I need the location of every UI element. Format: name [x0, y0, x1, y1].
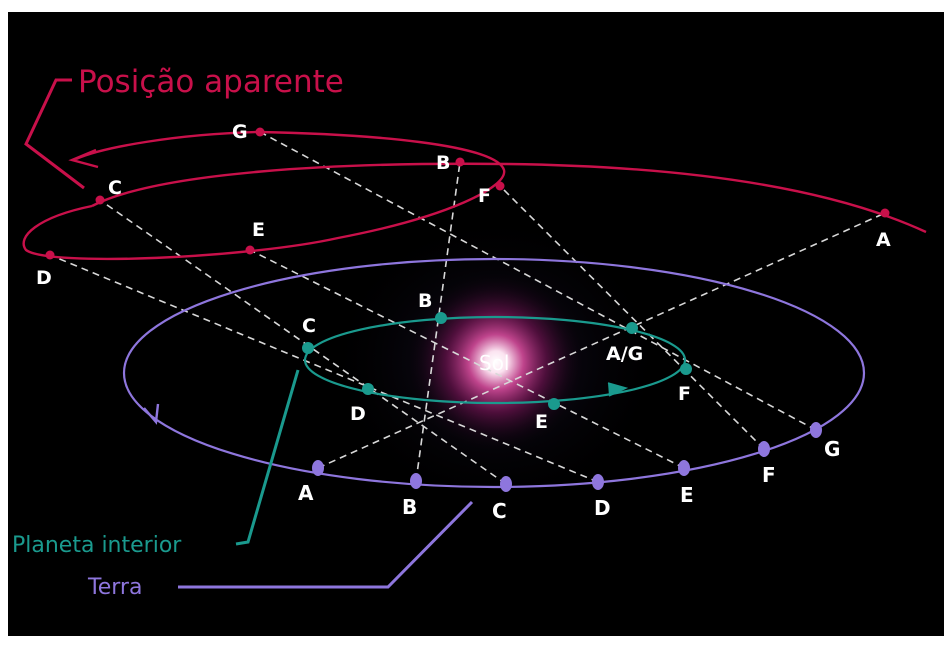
legend-apparent: Posição aparente: [24, 64, 344, 190]
interior-label-b: B: [418, 290, 432, 312]
apparent-point-f: [495, 181, 505, 191]
apparent-label-f: F: [478, 185, 491, 207]
apparent-label-a: A: [876, 229, 891, 251]
apparent-point-b: [455, 157, 465, 167]
apparent-label-d: D: [36, 267, 52, 289]
legend-apparent-label: Posição aparente: [78, 64, 344, 100]
earth-label-c: C: [492, 499, 507, 523]
apparent-point-g: [255, 127, 265, 137]
earth-label-a: A: [298, 481, 314, 505]
earth-point-b: [410, 473, 422, 489]
interior-orbit-arrow-icon: [607, 382, 629, 397]
apparent-label-g: G: [232, 121, 248, 143]
sight-lines: [49, 131, 886, 485]
apparent-point-c: [95, 195, 105, 205]
interior-point-f: [680, 363, 692, 375]
apparent-path-front: [91, 162, 927, 234]
legend-interior-leader: [235, 369, 300, 546]
interior-label-e: E: [535, 411, 548, 433]
earth-label-g: G: [824, 437, 840, 461]
earth-point-f: [758, 441, 770, 457]
apparent-label-b: B: [436, 152, 450, 174]
sight-line-c: [99, 199, 507, 485]
apparent-loop: [22, 130, 506, 261]
apparent-point-d: [45, 250, 55, 260]
interior-point-e: [548, 398, 560, 410]
sight-line-g: [259, 131, 817, 431]
apparent-point-a: [880, 208, 890, 218]
interior-orbit: [303, 315, 687, 405]
legend-apparent-leader: [24, 78, 85, 190]
sight-line-d: [49, 254, 599, 483]
interior-label-d: D: [350, 403, 366, 425]
earth-point-c: [500, 476, 512, 492]
interior-label-c: C: [302, 315, 316, 337]
interior-points: A/G B C D E F: [302, 290, 692, 433]
interior-point-b: [435, 312, 447, 324]
apparent-arrowhead: [68, 148, 99, 169]
earth-label-e: E: [680, 483, 694, 507]
earth-orbit-arrow-icon: [143, 403, 160, 425]
interior-orbit-ellipse: [303, 315, 687, 405]
interior-point-c: [302, 342, 314, 354]
earth-point-g: [810, 422, 822, 438]
apparent-path: [22, 130, 927, 261]
diagram-canvas: Sol A B C D E F G A/G B C D E F A B C D E F G Posição apa…: [8, 12, 944, 636]
apparent-point-e: [245, 245, 255, 255]
legend-interior-label: Planeta interior: [12, 533, 182, 558]
legend-earth: Terra: [87, 500, 474, 600]
apparent-label-e: E: [252, 219, 265, 241]
legend-interior: Planeta interior: [12, 369, 300, 558]
earth-label-f: F: [762, 463, 776, 487]
sight-line-a: [317, 212, 886, 469]
earth-point-d: [592, 474, 604, 490]
sight-line-e: [249, 249, 685, 469]
apparent-points: A B C D E F G: [36, 121, 891, 289]
earth-point-a: [312, 460, 324, 476]
orbit-diagram: Sol A B C D E F G A/G B C D E F A B C D E F G Posição apa…: [12, 64, 927, 600]
legend-earth-label: Terra: [87, 575, 142, 600]
interior-label-ag: A/G: [606, 343, 643, 365]
earth-label-d: D: [594, 496, 611, 520]
interior-label-f: F: [678, 383, 691, 405]
interior-point-ag: [626, 322, 638, 334]
sight-line-f: [499, 185, 765, 450]
earth-orbit: [122, 257, 866, 489]
sun-label: Sol: [479, 351, 510, 375]
earth-point-e: [678, 460, 690, 476]
interior-point-d: [362, 383, 374, 395]
earth-orbit-ellipse: [122, 257, 866, 489]
earth-label-b: B: [402, 495, 417, 519]
earth-points: A B C D E F G: [298, 422, 840, 523]
apparent-label-c: C: [108, 177, 122, 199]
legend-earth-leader: [178, 500, 474, 589]
